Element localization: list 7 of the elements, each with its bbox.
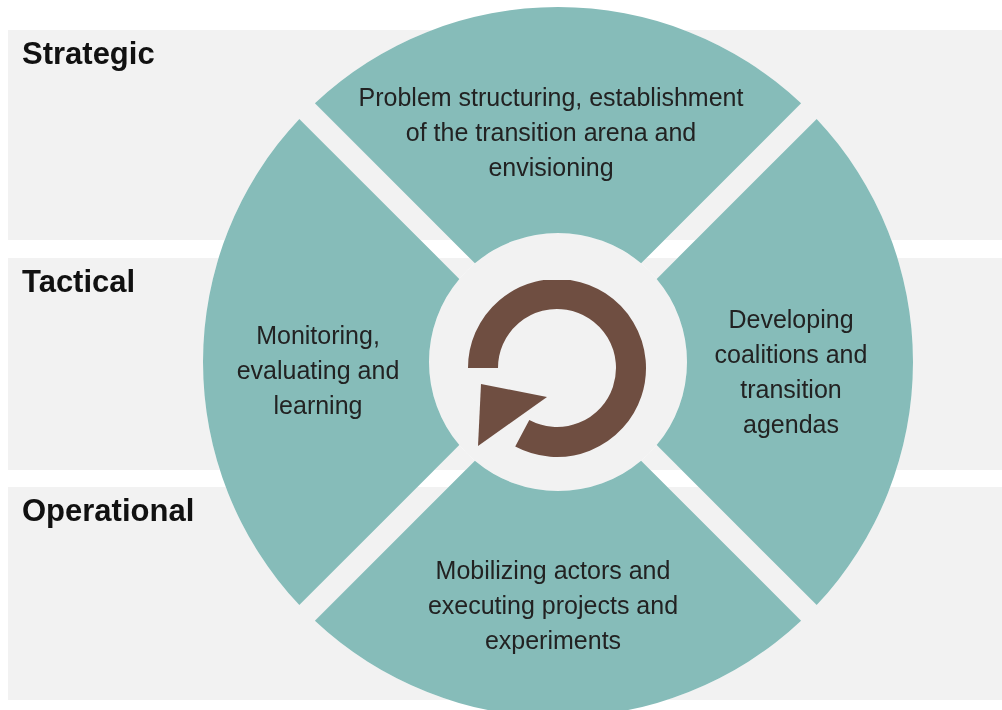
level-label: Tactical bbox=[22, 264, 136, 300]
phase-text: Problem structuring, establishment of the transition arena and envisioning bbox=[357, 81, 745, 183]
phase-text: Mobilizing actors and executing projects and experiments bbox=[426, 554, 680, 656]
level-label: Strategic bbox=[22, 36, 155, 72]
phase-text: Developing coalitions and transition agendas bbox=[713, 304, 869, 440]
phase-text: Monitoring, evaluating and learning bbox=[235, 319, 401, 421]
level-label: Operational bbox=[22, 493, 195, 529]
